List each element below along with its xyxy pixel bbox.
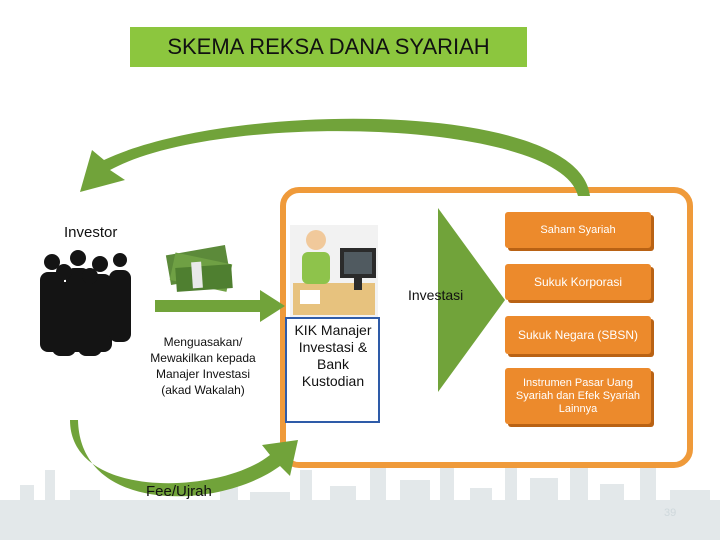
instrument-sukuk-negara: Sukuk Negara (SBSN) — [505, 316, 651, 354]
fee-ujrah-label: Fee/Ujrah — [146, 483, 212, 500]
return-arrow — [80, 119, 590, 196]
manager-desk-icon — [290, 225, 378, 317]
kik-description: KIK Manajer Investasi & Bank Kustodian — [290, 322, 376, 390]
instrument-saham-syariah: Saham Syariah — [505, 212, 651, 248]
page-number: 39 — [664, 507, 676, 519]
investasi-label: Investasi — [408, 287, 463, 303]
page-title: SKEMA REKSA DANA SYARIAH — [130, 27, 527, 67]
wakalah-description: Menguasakan/ Mewakilkan kepada Manajer I… — [150, 334, 256, 398]
instrument-sukuk-korporasi: Sukuk Korporasi — [505, 264, 651, 300]
investor-label: Investor — [64, 224, 117, 241]
money-icon — [166, 245, 233, 292]
mandate-arrow — [155, 290, 285, 322]
instrument-pasar-uang: Instrumen Pasar Uang Syariah dan Efek Sy… — [505, 368, 651, 424]
investor-people-icon — [40, 250, 131, 356]
